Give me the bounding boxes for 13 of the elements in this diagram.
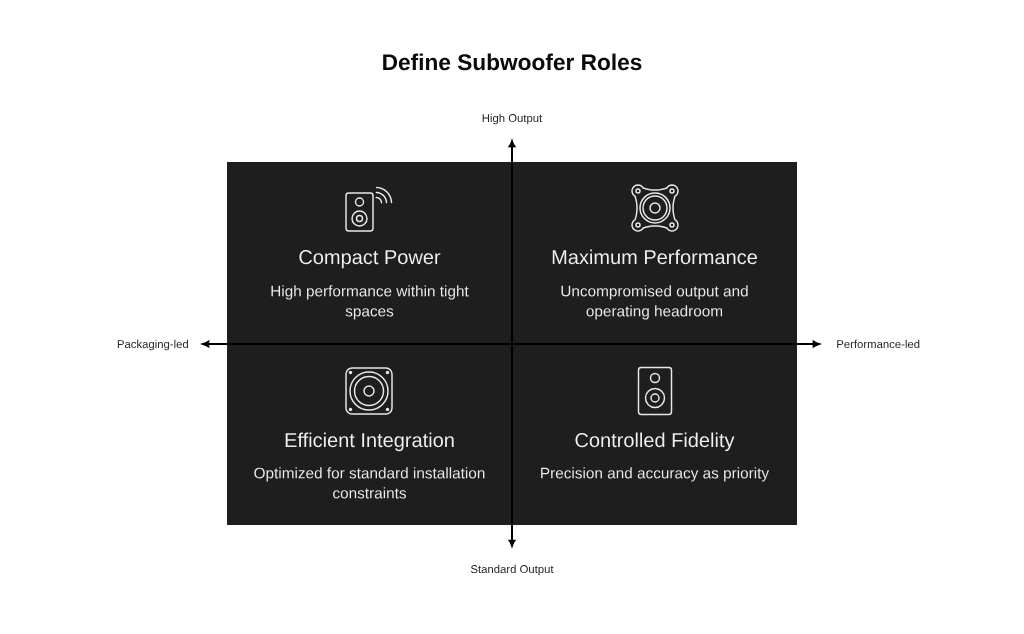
quadrant-heading: Efficient Integration <box>285 432 454 452</box>
axis-label: Standard Output <box>470 564 554 576</box>
quadrant-heading: Controlled Fidelity <box>575 432 735 452</box>
quadrant-heading: Compact Power <box>299 250 441 269</box>
quadrant-description: Precision and accuracy as priority <box>541 467 770 482</box>
quadrant-description: High performance within tight spaces <box>271 285 469 320</box>
title: Define Subwoofer Roles <box>383 53 642 71</box>
axis-label: High Output <box>482 113 543 125</box>
quadrant-description: Optimized for standard installation constraints <box>254 467 485 499</box>
quadrant-description: Uncompromised output and operating headroom <box>561 285 748 320</box>
quadrant-heading: Maximum Performance <box>552 249 757 265</box>
axis-label: Packaging-led <box>117 339 188 351</box>
axis-label: Performance-led <box>837 339 920 349</box>
